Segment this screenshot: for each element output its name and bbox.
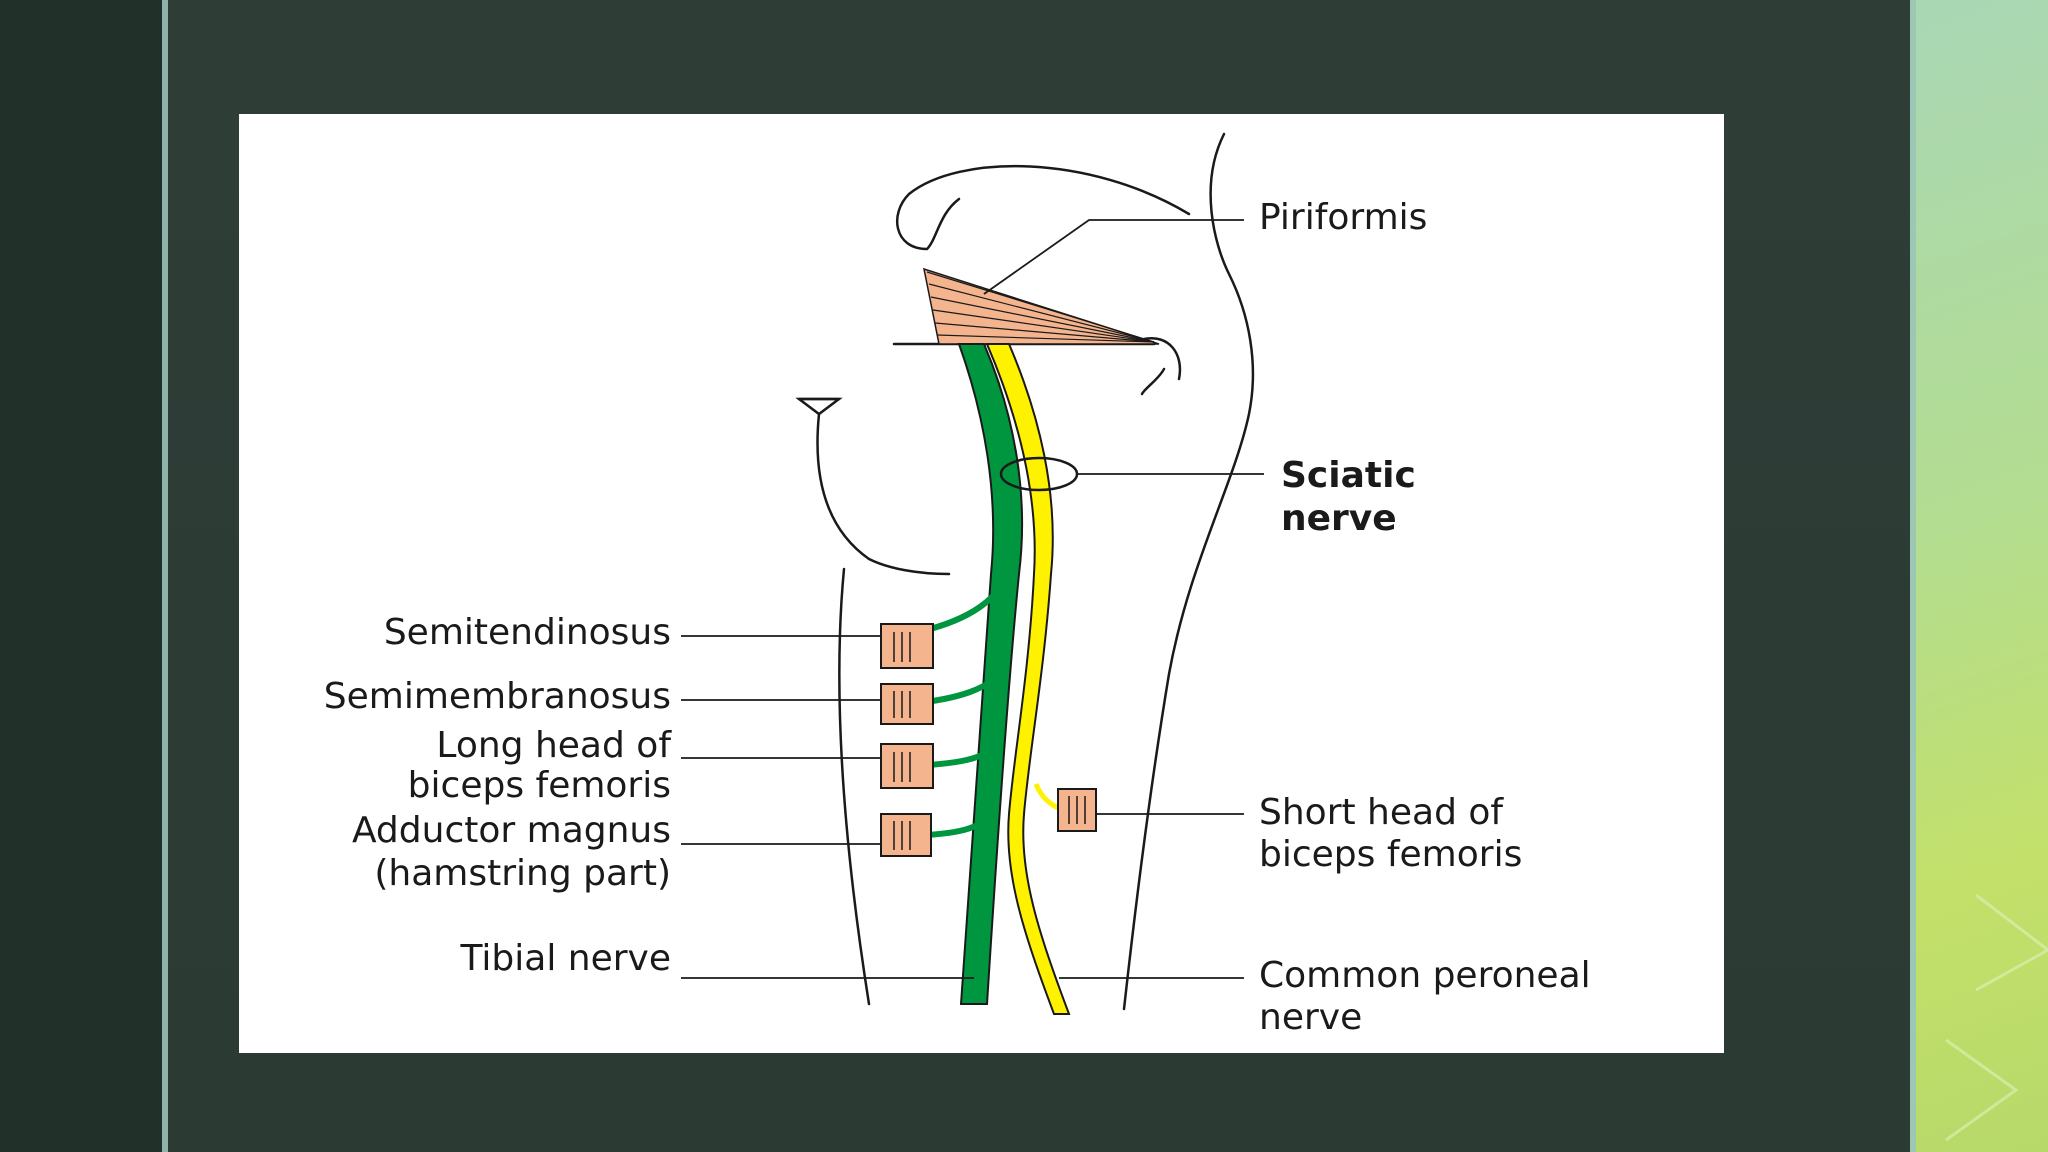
label-common-peroneal-line1: Common peroneal: [1259, 955, 1591, 996]
left-side-band: [0, 0, 162, 1152]
tibial-nerve-path: [957, 343, 1024, 1005]
thigh-lateral-contour: [1122, 132, 1255, 1011]
label-semimembranosus: Semimembranosus: [324, 676, 671, 717]
label-common-peroneal-line2: nerve: [1259, 997, 1362, 1038]
label-short-head-line2: biceps femoris: [1259, 834, 1522, 875]
label-sciatic-line1: Sciatic: [1281, 455, 1416, 496]
label-piriformis: Piriformis: [1259, 197, 1427, 238]
label-short-head-line1: Short head of: [1259, 792, 1504, 833]
semimembranosus-box: [880, 683, 934, 725]
left-accent-rule: [162, 0, 168, 1152]
right-accent-rule: [1910, 0, 1916, 1152]
trochanter-outline: [1142, 336, 1182, 381]
thigh-medial-contour: [838, 567, 871, 1006]
diagram-panel: Piriformis Sciatic nerve Semitendinosus …: [239, 114, 1724, 1053]
ischium-outline: [795, 397, 843, 416]
leader-lines: [681, 219, 1264, 979]
semitendinosus-box: [880, 623, 934, 669]
sciatic-nerve-diagram: Piriformis Sciatic nerve Semitendinosus …: [324, 132, 1591, 1038]
nerve-paths: [957, 343, 1071, 1015]
label-sciatic-line2: nerve: [1281, 498, 1397, 539]
box-fibers: [893, 632, 1086, 850]
chevron-decoration-icon: [1945, 893, 2048, 1142]
pelvis-outline: [895, 164, 1191, 251]
label-long-head-line1: Long head of: [436, 725, 672, 766]
label-semitendinosus: Semitendinosus: [384, 612, 671, 653]
common-peroneal-nerve-path: [985, 343, 1071, 1015]
buttock-contour: [816, 412, 951, 576]
label-tibial-nerve: Tibial nerve: [460, 938, 671, 979]
piriformis-muscle: [923, 267, 1160, 345]
label-long-head-line2: biceps femoris: [408, 765, 671, 806]
right-gradient-panel: [1916, 0, 2048, 1152]
adductor-box: [880, 813, 932, 857]
label-adductor-line1: Adductor magnus: [352, 810, 671, 851]
long-head-box: [880, 743, 934, 789]
piriformis-leader: [983, 219, 1244, 295]
label-adductor-line2: (hamstring part): [374, 853, 671, 894]
